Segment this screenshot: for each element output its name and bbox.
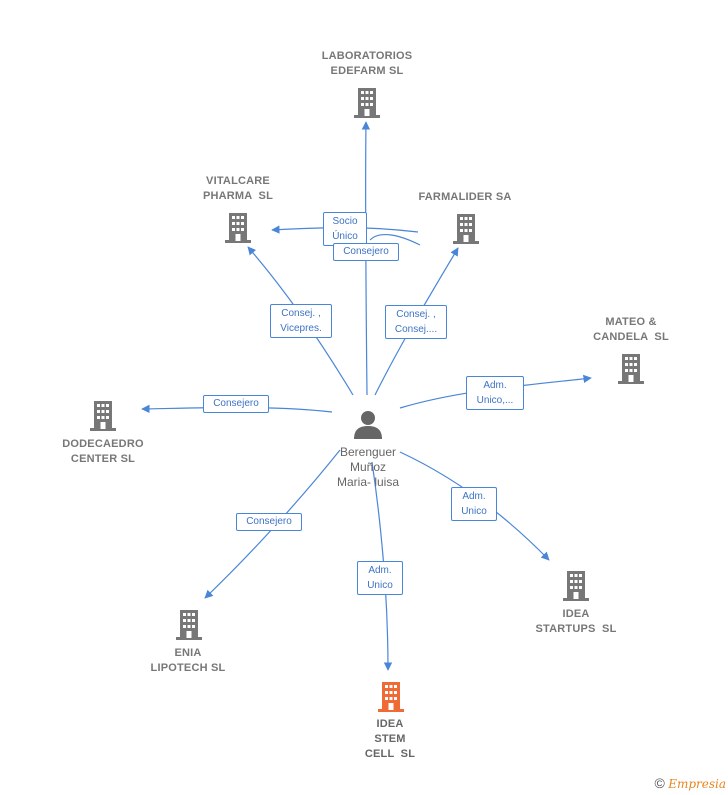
building-icon-idea-stem <box>378 682 404 712</box>
label-line: Consej. , <box>396 309 436 320</box>
building-icon-vitalcare <box>225 213 251 243</box>
label-line: Socio <box>332 216 358 227</box>
label-line: Unico,... <box>476 395 514 406</box>
label-line: Vicepres. <box>280 323 322 334</box>
label-line: PHARMA SL <box>202 190 274 202</box>
label-line: DODECAEDRO <box>62 438 144 450</box>
label-line: Adm. <box>462 491 486 502</box>
edge-label-consej-vicepres: Consej. , Vicepres. <box>270 304 332 338</box>
building-icon-farmalider <box>453 214 479 244</box>
building-icon-laboratorios <box>354 88 380 118</box>
copyright-icon: © <box>654 775 665 791</box>
building-icon-dodecaedro <box>90 401 116 431</box>
node-farmalider-label[interactable]: FARMALIDER SA <box>405 190 525 205</box>
label-line: MATEO & <box>605 316 657 328</box>
label-line: STARTUPS SL <box>535 623 617 635</box>
label-line: CENTER SL <box>70 453 136 465</box>
label-line: Maria- luisa <box>336 475 399 489</box>
node-laboratorios-label[interactable]: LABORATORIOS EDEFARM SL <box>300 49 434 79</box>
label-line: CELL SL <box>364 748 416 760</box>
label-line: Adm. <box>368 565 392 576</box>
label-line: Consejero <box>213 398 259 409</box>
label-line: IDEA <box>562 608 590 620</box>
label-line: LIPOTECH SL <box>150 662 226 674</box>
edge-label-consej-farma: Consej. , Consej.... <box>385 305 447 339</box>
edge-label-consejero-enia: Consejero <box>236 513 302 531</box>
edge-label-consejero-lab: Consejero <box>333 243 399 261</box>
building-icon-mateo <box>618 354 644 384</box>
label-line: Muñoz <box>349 460 387 474</box>
edge-label-socio-unico: Socio Único <box>323 212 367 246</box>
label-line: Consejero <box>343 246 389 257</box>
edge-label-consejero-dodeca: Consejero <box>203 395 269 413</box>
label-line: CANDELA SL <box>593 331 669 343</box>
label-line: Unico <box>461 506 487 517</box>
node-enia-label[interactable]: ENIA LIPOTECH SL <box>130 646 246 676</box>
label-line: FARMALIDER SA <box>418 191 512 203</box>
node-mateo-label[interactable]: MATEO & CANDELA SL <box>574 315 688 345</box>
person-icon <box>354 411 382 439</box>
edge-label-adm-unico-startups: Adm. Unico <box>451 487 497 521</box>
label-line: IDEA <box>376 718 404 730</box>
node-dodecaedro-label[interactable]: DODECAEDRO CENTER SL <box>45 437 161 467</box>
label-line: Adm. <box>483 380 507 391</box>
label-line: VITALCARE <box>206 175 270 187</box>
person-label[interactable]: Berenguer Muñoz Maria- luisa <box>318 445 418 490</box>
edge-farmalider-consejero <box>369 233 421 246</box>
label-line: Unico <box>367 580 393 591</box>
building-icon-idea-startups <box>563 571 589 601</box>
edge-label-adm-unico-stem: Adm. Unico <box>357 561 403 595</box>
edge-label-adm-unico-mateo: Adm. Unico,... <box>466 376 524 410</box>
label-line: Berenguer <box>339 445 397 459</box>
label-line: EDEFARM SL <box>330 65 404 77</box>
footer-credit[interactable]: © Empresia <box>655 775 726 791</box>
label-line: Consejero <box>246 516 292 527</box>
label-line: STEM <box>374 733 406 745</box>
label-line: Consej. , <box>281 308 321 319</box>
building-icon-enia <box>176 610 202 640</box>
label-line: Único <box>332 231 358 242</box>
node-idea-stem-label[interactable]: IDEA STEM CELL SL <box>340 717 440 762</box>
label-line: ENIA <box>174 647 202 659</box>
label-line: Consej.... <box>394 324 438 335</box>
node-vitalcare-label[interactable]: VITALCARE PHARMA SL <box>180 174 296 204</box>
node-idea-startups-label[interactable]: IDEA STARTUPS SL <box>518 607 634 637</box>
brand-name: Empresia <box>668 777 726 791</box>
label-line: LABORATORIOS <box>321 50 413 62</box>
